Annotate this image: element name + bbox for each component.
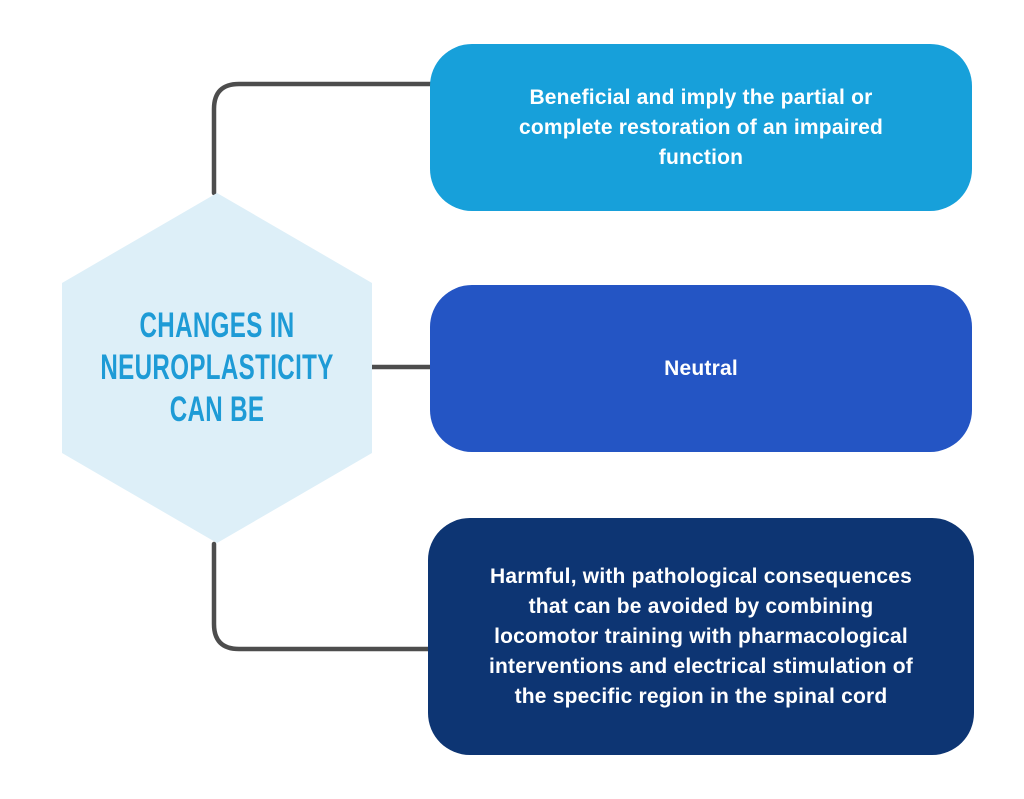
node-harmful-text: Harmful, with pathological consequences …: [489, 562, 913, 712]
central-topic-label: CHANGES IN NEUROPLASTICITY CAN BE: [100, 305, 333, 431]
node-text-line: Harmful, with pathological consequences: [489, 564, 913, 588]
node-beneficial-text: Beneficial and imply the partial or comp…: [519, 83, 883, 173]
node-harmful: Harmful, with pathological consequences …: [428, 518, 974, 755]
node-text-line: complete restoration of an impaired: [518, 115, 884, 139]
node-beneficial: Beneficial and imply the partial or comp…: [430, 44, 972, 211]
node-text-line: locomotor training with pharmacological: [494, 624, 908, 648]
connector-bottom: [211, 541, 432, 652]
node-text-line: interventions and electrical stimulation…: [488, 654, 914, 678]
connector-top: [211, 81, 433, 196]
node-neutral-text: Neutral: [664, 354, 738, 384]
central-topic-label-line: CAN BE: [169, 390, 265, 429]
central-topic-label-line: CHANGES IN: [139, 306, 295, 345]
node-text-line: Neutral: [664, 356, 738, 380]
node-neutral: Neutral: [430, 285, 972, 452]
node-text-line: function: [658, 145, 744, 169]
central-topic-hexagon: CHANGES IN NEUROPLASTICITY CAN BE: [62, 193, 372, 543]
node-text-line: the specific region in the spinal cord: [514, 684, 888, 708]
node-text-line: that can be avoided by combining: [528, 594, 874, 618]
central-topic-label-line: NEUROPLASTICITY: [100, 348, 334, 387]
node-text-line: Beneficial and imply the partial or: [529, 85, 873, 109]
